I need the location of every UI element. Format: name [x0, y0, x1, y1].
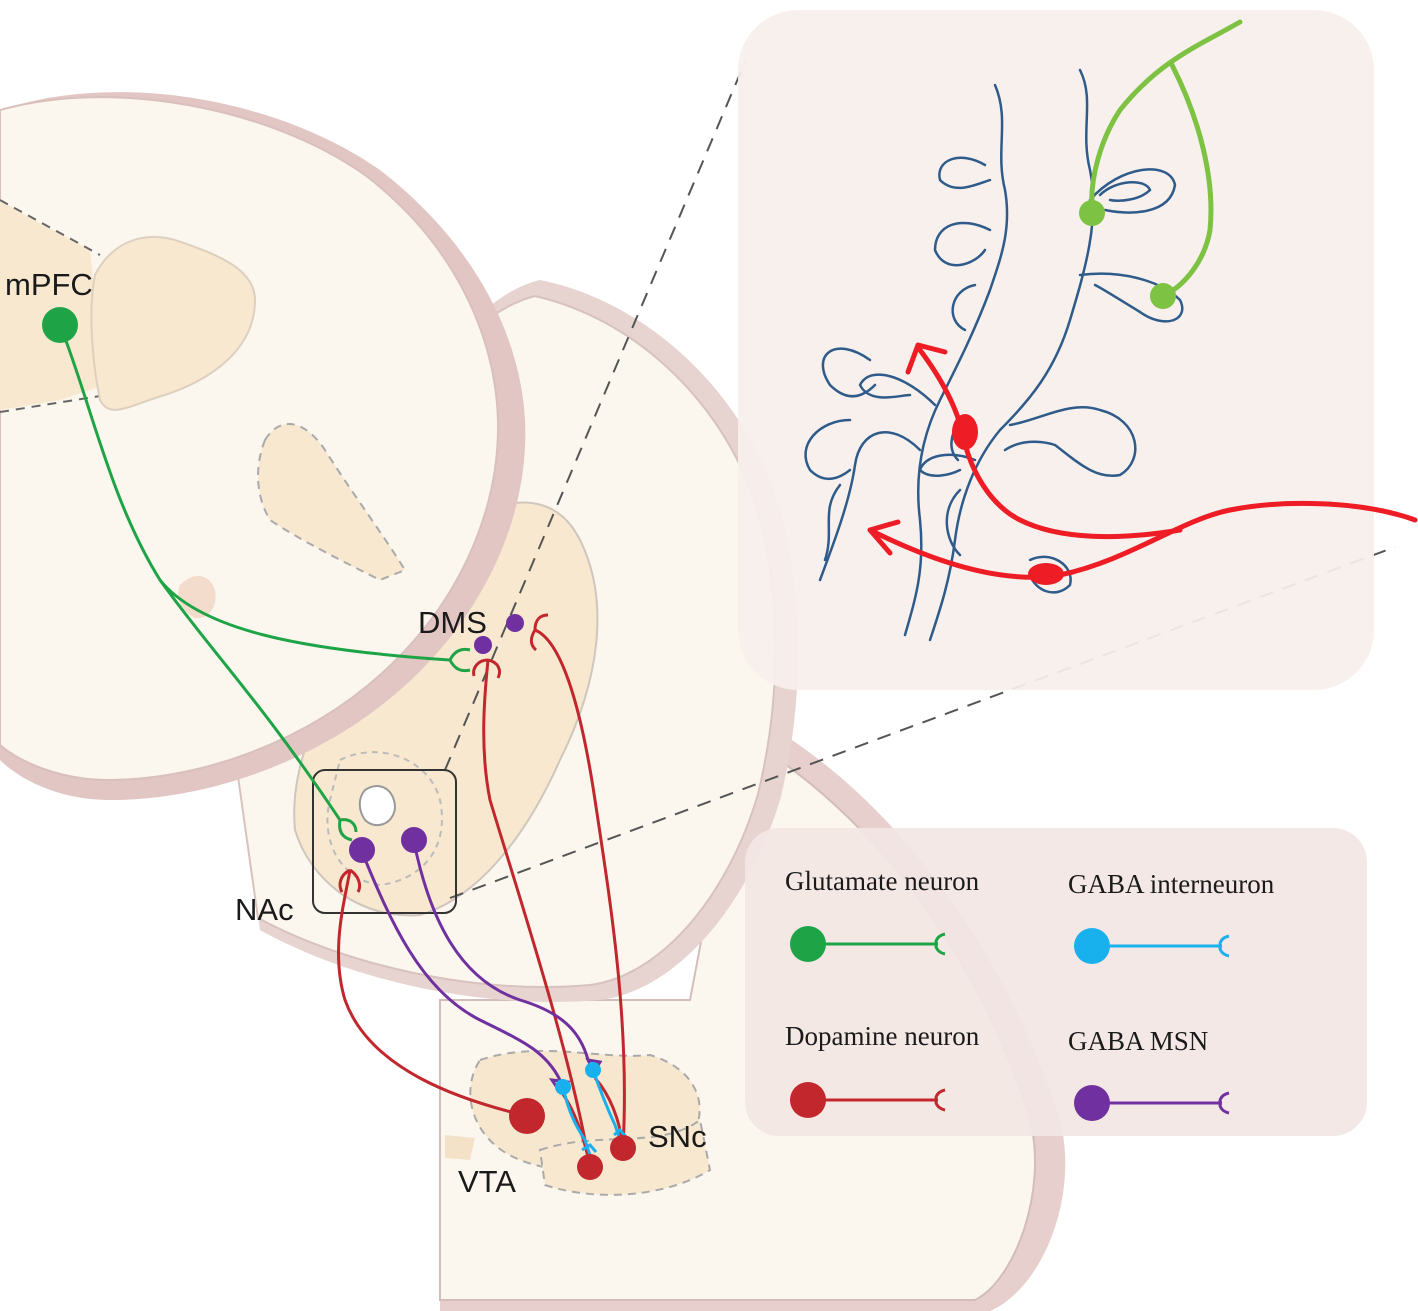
legend-panel: [745, 828, 1367, 1136]
legend-dopamine-terminal: [934, 1088, 946, 1112]
inset-dopamine-varicosity: [952, 414, 978, 450]
cortical-patch: [90, 235, 257, 411]
nac-msn-soma: [401, 827, 427, 853]
inset-dopamine-arrowhead: [867, 519, 901, 556]
inset-dopamine-varicosity: [1028, 563, 1064, 585]
dms-msn-soma: [474, 636, 492, 654]
msn-dendrites: [804, 68, 1184, 642]
nac-zoom-box: [312, 769, 457, 914]
glutamate-projections: [58, 324, 471, 842]
prefrontal-slice: [0, 92, 526, 800]
inset-glutamate-bouton: [1079, 200, 1105, 226]
snc-dopamine-soma: [577, 1154, 603, 1180]
inset-glutamate-bouton: [1150, 283, 1176, 309]
dms-msn-soma: [506, 614, 524, 632]
legend: Glutamate neuron GABA interneuron Dopami…: [745, 828, 1367, 1136]
mpfc-label: mPFC: [5, 267, 93, 302]
vta-label: VTA: [458, 1164, 516, 1199]
legend-label-dopamine: Dopamine neuron: [785, 1021, 980, 1051]
dms-label: DMS: [418, 605, 487, 640]
nac-label: NAc: [235, 892, 294, 927]
inset-dopamine-arrowhead: [905, 342, 948, 375]
snc-label: SNc: [648, 1119, 707, 1154]
mpfc-glutamate-soma: [42, 307, 78, 343]
legend-label-gaba-msn: GABA MSN: [1068, 1026, 1208, 1056]
legend-gaba-msn-terminal: [1218, 1091, 1230, 1115]
snc-dopamine-soma: [610, 1135, 636, 1161]
zoom-guide-top: [444, 61, 746, 771]
gaba-interneuron-soma: [555, 1079, 571, 1095]
inset-dopamine-axon: [867, 347, 1418, 580]
gaba-interneuron-soma: [585, 1062, 601, 1078]
inset-glutamate-axon: [1089, 19, 1243, 298]
legend-glutamate-terminal: [934, 932, 946, 956]
inset-panel: [738, 10, 1418, 690]
vta-dopamine-soma: [509, 1098, 545, 1134]
nac-msn-soma: [349, 837, 375, 863]
legend-gaba-interneuron-terminal: [1218, 934, 1230, 958]
legend-label-glutamate: Glutamate neuron: [785, 866, 980, 896]
legend-label-gaba-interneuron: GABA interneuron: [1068, 869, 1275, 899]
